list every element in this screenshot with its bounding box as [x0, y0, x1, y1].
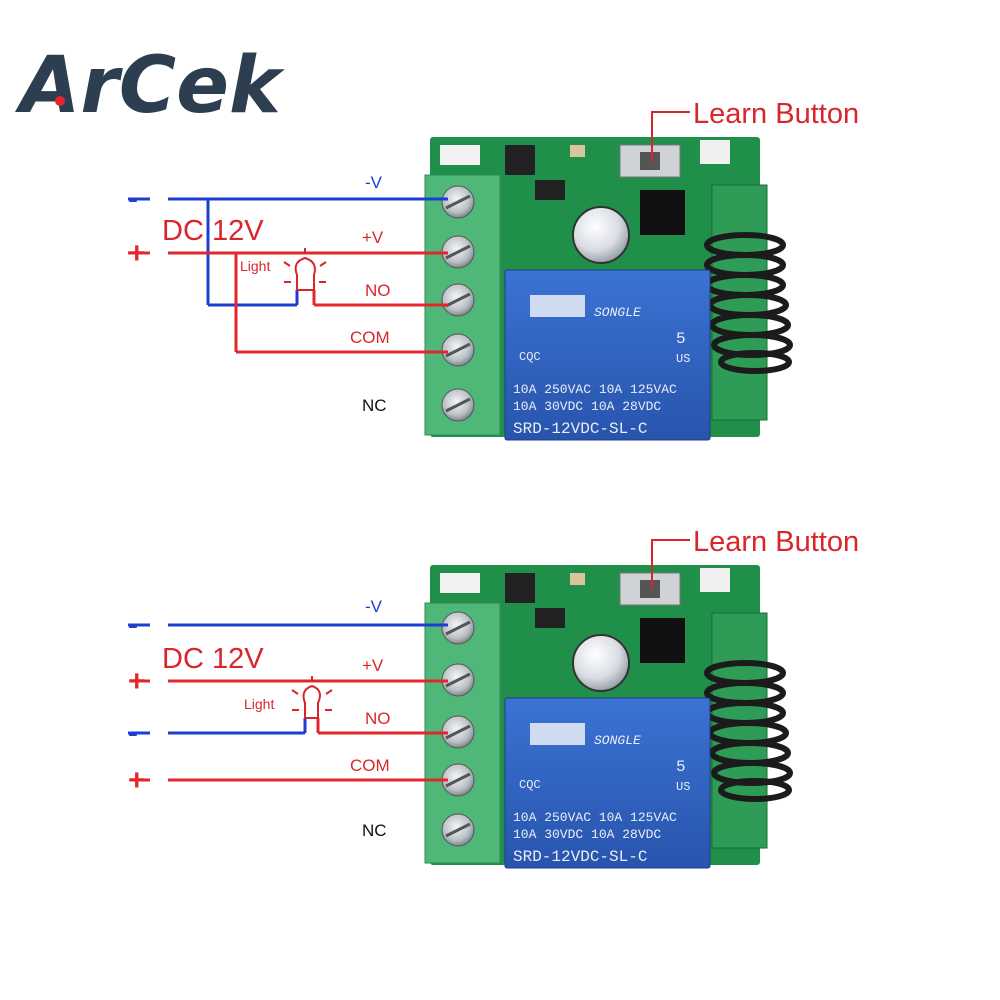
wires: [128, 197, 448, 354]
terminal-label-no: NO: [365, 709, 391, 728]
diagram-bottom: SONGLE CQC 5 US 10A 250VAC 10A 125VAC 10…: [128, 526, 859, 869]
relay-model: SRD-12VDC-SL-C: [513, 420, 647, 438]
rf-module: [711, 184, 768, 421]
learn-button-label: Learn Button: [693, 98, 859, 130]
terminal-screw: [441, 185, 475, 219]
terminal-label-nc: NC: [362, 821, 387, 840]
diagram-top: SONGLE CQC 5 US 10A 250VAC 10A 125VAC 10…: [128, 98, 859, 441]
terminal-label-com: COM: [350, 756, 390, 775]
relay: SONGLE CQC 5 US 10A 250VAC 10A 125VAC 10…: [504, 697, 711, 869]
supply-label: DC 12V: [162, 215, 264, 247]
terminal-label-com: COM: [350, 328, 390, 347]
terminal-label-nc: NC: [362, 396, 387, 415]
relay: SONGLE CQC 5 US 10A 250VAC 10A 125VAC 10…: [504, 269, 711, 441]
terminal-label-neg: -V: [365, 597, 383, 616]
terminal-label-no: NO: [365, 281, 391, 300]
minus-sign: -: [128, 608, 138, 641]
smd-part: [440, 145, 480, 165]
minus-sign-2: -: [128, 716, 138, 749]
smd-part: [700, 140, 730, 164]
relay-rating-1: 10A 250VAC 10A 125VAC: [513, 382, 677, 397]
rf-module: [711, 612, 768, 849]
learn-button-leader: [651, 539, 690, 590]
smd-chip: [505, 573, 535, 603]
supply-label: DC 12V: [162, 643, 264, 675]
smd-part: [570, 573, 585, 585]
capacitor: [572, 634, 630, 692]
plus-sign: +: [128, 665, 146, 698]
terminal-screw: [441, 283, 475, 317]
terminal-screw: [441, 763, 475, 797]
relay-rating-2: 10A 30VDC 10A 28VDC: [513, 827, 661, 842]
brand-logo-text: ArCek: [14, 41, 285, 131]
plus-sign-2: +: [128, 764, 146, 797]
terminal-screw: [441, 611, 475, 645]
learn-button-cap[interactable]: [640, 152, 660, 170]
terminal-screw: [441, 388, 475, 422]
relay-cert-num: 5: [676, 330, 686, 348]
relay-brand: SONGLE: [594, 305, 641, 320]
learn-button-cap[interactable]: [640, 580, 660, 598]
capacitor: [572, 206, 630, 264]
relay-model: SRD-12VDC-SL-C: [513, 848, 647, 866]
light-label: Light: [244, 696, 274, 712]
terminal-screw: [441, 813, 475, 847]
relay-rating-2: 10A 30VDC 10A 28VDC: [513, 399, 661, 414]
light-bulb-icon: [283, 248, 327, 291]
logo-dot: [55, 96, 65, 106]
relay-cert-left: CQC: [519, 350, 541, 364]
relay-cert-left: CQC: [519, 778, 541, 792]
smd-part: [570, 145, 585, 157]
terminal-screw: [441, 235, 475, 269]
relay-cert-us: US: [676, 352, 690, 366]
smd-part: [700, 568, 730, 592]
smd-chip: [535, 608, 565, 628]
relay-brand: SONGLE: [594, 733, 641, 748]
smd-chip: [535, 180, 565, 200]
learn-button-leader: [651, 111, 690, 162]
brand-logo: ArCek: [14, 41, 285, 131]
relay-cert-num: 5: [676, 758, 686, 776]
relay-logo-mark: [530, 723, 585, 745]
smd-part: [440, 573, 480, 593]
ic-chip: [640, 190, 685, 235]
smd-chip: [505, 145, 535, 175]
terminal-label-neg: -V: [365, 173, 383, 192]
plus-sign: +: [128, 237, 146, 270]
minus-sign: -: [128, 182, 138, 215]
terminal-label-pos: +V: [362, 228, 384, 247]
relay-rating-1: 10A 250VAC 10A 125VAC: [513, 810, 677, 825]
relay-cert-us: US: [676, 780, 690, 794]
terminal-screw: [441, 333, 475, 367]
wires: [128, 623, 448, 782]
relay-logo-mark: [530, 295, 585, 317]
light-label: Light: [240, 258, 270, 274]
terminal-label-pos: +V: [362, 656, 384, 675]
light-bulb-icon: [291, 676, 333, 719]
learn-button-label: Learn Button: [693, 526, 859, 558]
ic-chip: [640, 618, 685, 663]
receiver-board: SONGLE CQC 5 US 10A 250VAC 10A 125VAC 10…: [424, 565, 793, 869]
receiver-board: SONGLE CQC 5 US 10A 250VAC 10A 125VAC 10…: [424, 137, 793, 441]
